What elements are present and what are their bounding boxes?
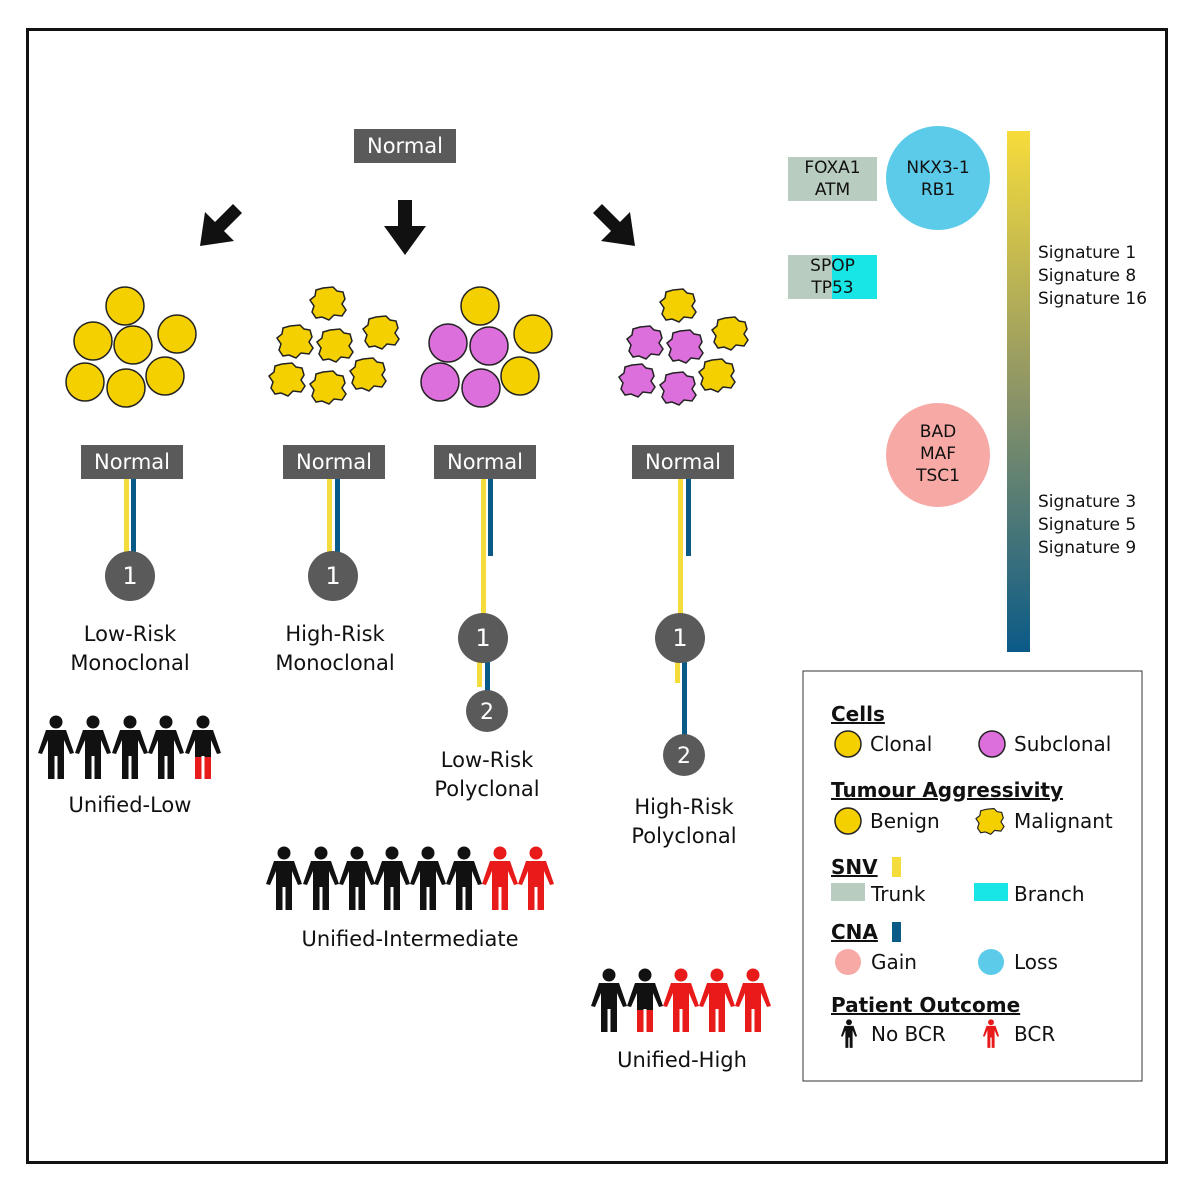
gene-tsc1: TSC1 [916, 466, 960, 486]
legend-no-bcr: No BCR [871, 1022, 946, 1046]
gene-atm: ATM [814, 180, 851, 200]
legend-aggressivity-title: Tumour Aggressivity [831, 778, 1064, 802]
clone-node [663, 734, 705, 776]
cell-cluster-low-polyclonal [420, 286, 553, 408]
label-unified-intermediate: Unified-Intermediate [301, 927, 519, 951]
legend-loss-swatch [978, 949, 1004, 975]
figure-frame [26, 28, 1168, 1164]
normal-node-high-monoclonal: Normal [283, 445, 385, 479]
legend-trunk-swatch [831, 883, 865, 901]
clone-node-label: 1 [672, 624, 687, 652]
genes-branch-snv: SPOP TP53 [788, 255, 877, 299]
signature-gradient-bar [1007, 131, 1030, 652]
arrows [200, 200, 635, 255]
legend-branch: Branch [1014, 882, 1085, 906]
gain-circle [886, 403, 990, 507]
signature-16: Signature 16 [1038, 289, 1148, 309]
trunk-snv-box-part [788, 255, 832, 299]
legend-bcr: BCR [1014, 1022, 1056, 1046]
cell-cluster-high-monoclonal [268, 286, 400, 405]
clone-node-label: 2 [677, 744, 691, 769]
signatures-top: Signature 1 Signature 8 Signature 16 [1038, 242, 1147, 311]
legend-branch-swatch [974, 883, 1008, 901]
clone-node-label: 2 [480, 700, 494, 725]
normal-node-low-polyclonal: Normal [434, 445, 536, 479]
label-unified-high: Unified-High [617, 1048, 747, 1072]
clone-node-label: 1 [122, 562, 137, 590]
clone-node-label: 1 [475, 624, 490, 652]
legend-gain-swatch [835, 949, 861, 975]
legend-gain: Gain [871, 950, 917, 974]
genes-gain: BAD MAF TSC1 [886, 421, 990, 487]
label-low-risk-polyclonal: Low-Risk Polyclonal [434, 748, 540, 801]
clone-nodes: 1 1 1 2 1 2 [105, 551, 705, 776]
legend-subclonal: Subclonal [1014, 732, 1112, 756]
branch-snv-box [832, 255, 877, 299]
clone-node [655, 613, 705, 663]
legend-cna-title: CNA [831, 920, 878, 944]
signature-5: Signature 5 [1038, 515, 1137, 535]
legend-outcome-title: Patient Outcome [831, 993, 1021, 1017]
legend-cna-swatch [892, 922, 901, 942]
legend-trunk: Trunk [871, 882, 926, 906]
gene-maf: MAF [919, 444, 957, 464]
legend-loss: Loss [1014, 950, 1058, 974]
clone-node [308, 551, 358, 601]
gene-foxa1: FOXA1 [804, 158, 861, 178]
signature-3: Signature 3 [1038, 492, 1137, 512]
legend-benign: Benign [870, 809, 940, 833]
normal-node-high-polyclonal: Normal [632, 445, 734, 479]
legend-cells-title: Cells [831, 702, 885, 726]
label-low-risk-monoclonal: Low-Risk Monoclonal [70, 622, 190, 675]
signature-9: Signature 9 [1038, 538, 1137, 558]
gene-rb1: RB1 [920, 180, 956, 200]
cell-cluster-low-monoclonal [65, 286, 197, 408]
arrow-left [200, 204, 245, 246]
patients-unified-low [38, 715, 221, 779]
loss-circle [886, 126, 990, 230]
gene-bad: BAD [919, 422, 957, 442]
label-high-risk-polyclonal: High-Risk Polyclonal [631, 795, 737, 848]
arrow-right [590, 204, 635, 246]
legend-snv-title: SNV [831, 855, 878, 879]
clone-node [105, 551, 155, 601]
clone-node [458, 613, 508, 663]
genes-trunk-snv: FOXA1 ATM [788, 157, 877, 201]
signature-8: Signature 8 [1038, 266, 1137, 286]
clone-node-label: 1 [325, 562, 340, 590]
patients-unified-intermediate [266, 846, 554, 910]
normal-node-low-monoclonal: Normal [81, 445, 183, 479]
signatures-bottom: Signature 3 Signature 5 Signature 9 [1038, 491, 1136, 560]
legend-malignant: Malignant [1014, 809, 1113, 833]
genes-loss: NKX3-1 RB1 [886, 157, 990, 201]
gene-tp53: TP53 [811, 278, 854, 298]
arrow-down [384, 200, 426, 255]
legend-symbols [834, 730, 1006, 835]
patients-unified-high [591, 968, 771, 1032]
top-normal-node: Normal [354, 129, 456, 163]
gene-spop: SPOP [810, 256, 855, 276]
legend-clonal: Clonal [870, 732, 933, 756]
legend-snv-swatch [892, 857, 901, 877]
label-high-risk-monoclonal: High-Risk Monoclonal [275, 622, 395, 675]
label-unified-low: Unified-Low [68, 793, 192, 817]
clone-node [466, 690, 508, 732]
phylogeny-lines [124, 478, 691, 737]
cell-cluster-high-polyclonal [618, 288, 749, 406]
trunk-snv-box [788, 157, 877, 201]
gene-nkx3-1: NKX3-1 [906, 158, 970, 178]
signature-1: Signature 1 [1038, 243, 1137, 263]
